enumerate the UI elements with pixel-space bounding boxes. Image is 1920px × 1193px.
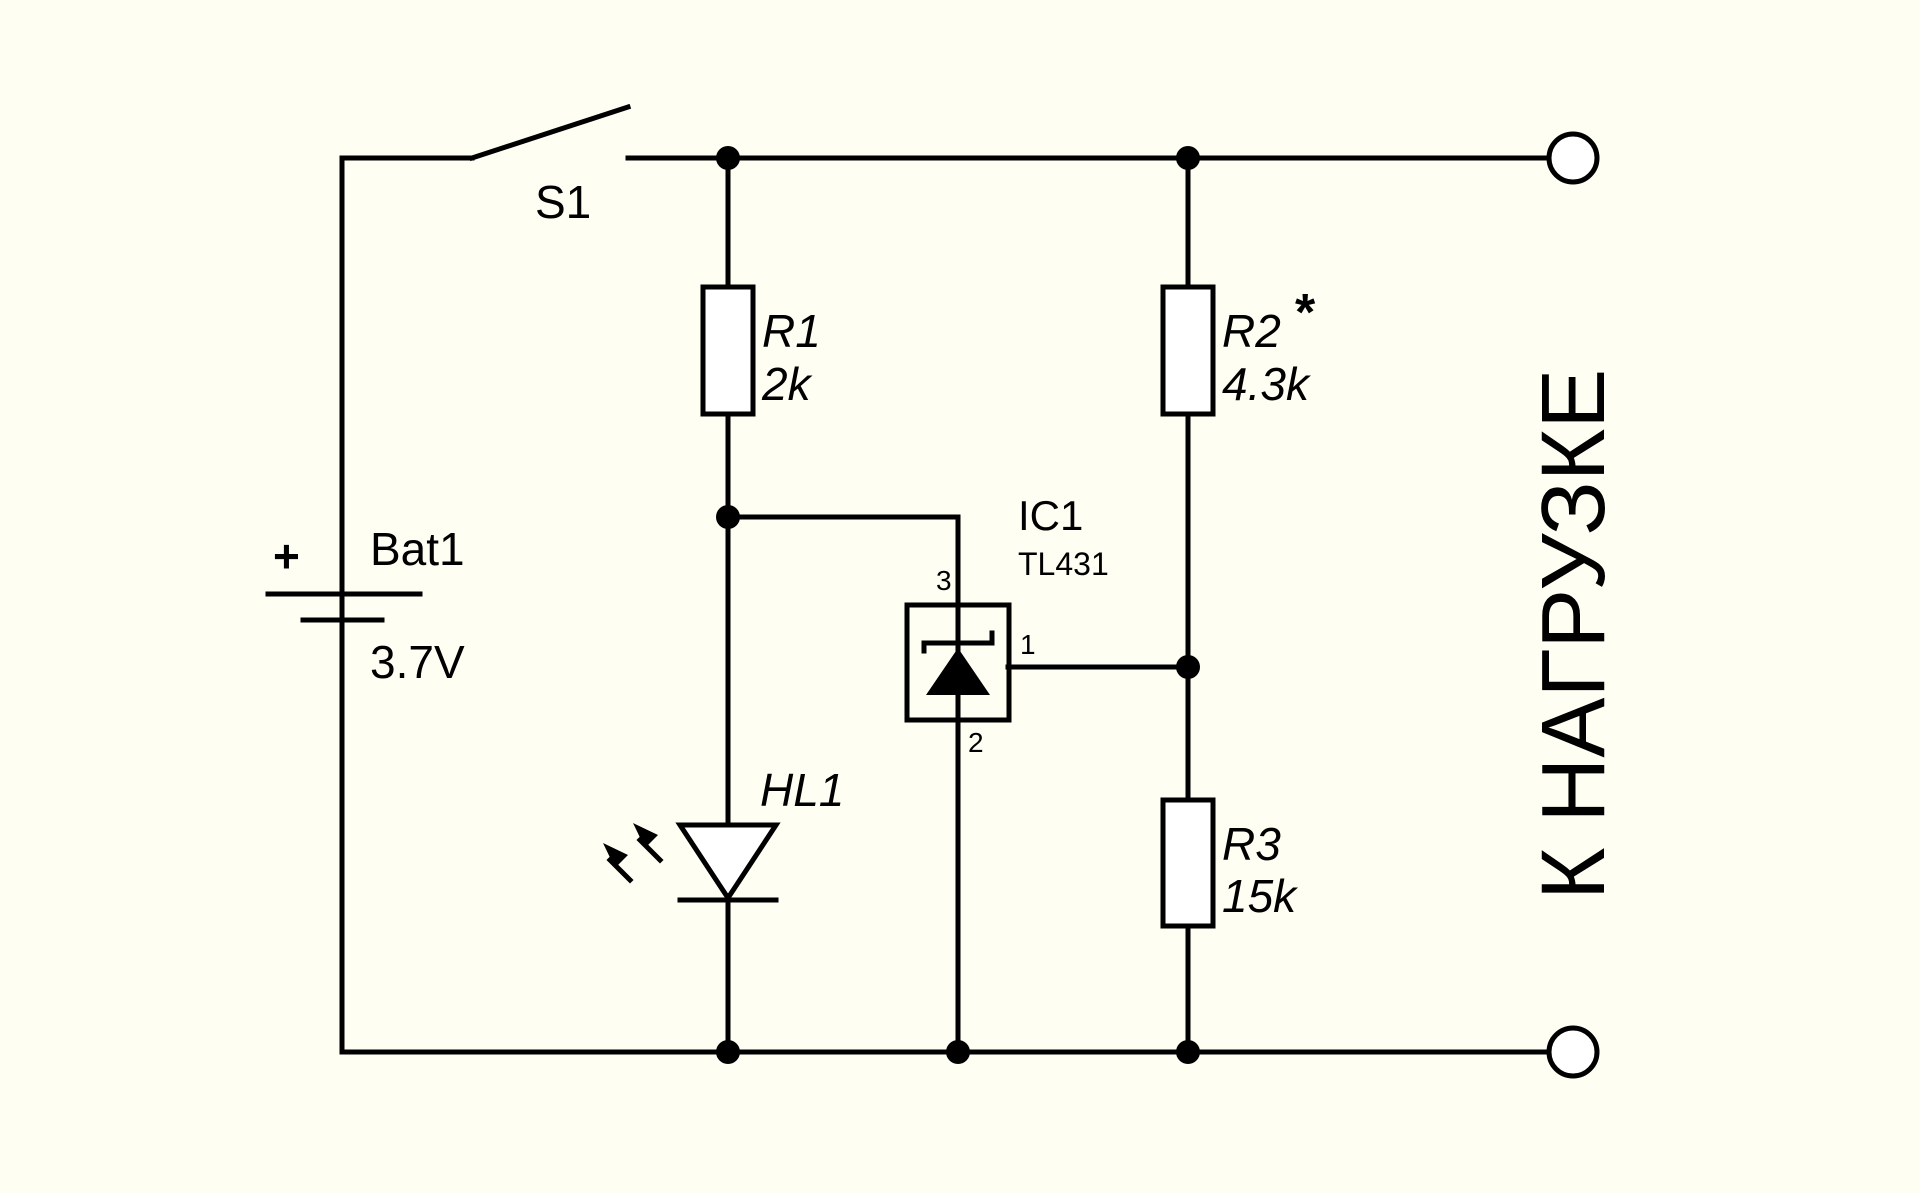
junction-dot — [716, 1040, 740, 1064]
junction-dot — [1176, 1040, 1200, 1064]
resistor-note: * — [1295, 284, 1316, 342]
ic-body — [904, 602, 1012, 723]
ic-ref: IC1 — [1018, 492, 1083, 539]
junction-dot — [1176, 655, 1200, 679]
resistor-value: 15k — [1222, 870, 1298, 922]
ic-pin-cathode: 3 — [936, 565, 952, 596]
battery-bat1: + Bat1 3.7V — [265, 523, 465, 688]
junction-dot — [716, 505, 740, 529]
switch-s1: S1 — [468, 103, 632, 228]
junction-dot — [1176, 146, 1200, 170]
resistor-ref: R1 — [762, 305, 821, 357]
led-ref: HL1 — [760, 764, 844, 816]
battery-value: 3.7V — [370, 636, 465, 688]
wire-ic-cathode-anode — [725, 514, 961, 1055]
ic-pin-anode: 2 — [968, 727, 984, 758]
switch-blade — [468, 103, 632, 162]
wire-left-rail — [339, 155, 475, 863]
resistor-body — [1160, 284, 1216, 417]
resistor-body — [1160, 797, 1216, 929]
ic-triangle — [926, 648, 990, 695]
ic-pin-ref: 1 — [1020, 629, 1036, 660]
resistor-r1: R1 2k — [700, 284, 821, 417]
junction-dot — [716, 146, 740, 170]
output-terminal-bottom — [1546, 1025, 1600, 1079]
resistor-body — [700, 284, 756, 417]
battery-polarity: + — [273, 530, 300, 582]
switch-label: S1 — [535, 176, 591, 228]
ic-cathode-bar — [921, 630, 995, 654]
led-hl1: HL1 — [603, 764, 844, 903]
junctions — [716, 146, 1200, 1064]
ic-tl431: 3 1 2 IC1 TL431 — [904, 492, 1109, 758]
resistor-value: 4.3k — [1222, 358, 1311, 410]
resistor-r2: R2 * 4.3k — [1160, 284, 1316, 417]
resistor-r3: R3 15k — [1160, 797, 1298, 929]
battery-ref: Bat1 — [370, 523, 465, 575]
light-arrows-icon — [603, 823, 664, 884]
output-terminal-top — [1546, 131, 1600, 185]
ic-part: TL431 — [1018, 546, 1109, 582]
output-label: К НАГРУЗКЕ — [1524, 369, 1624, 900]
resistor-ref: R2 — [1222, 305, 1281, 357]
resistor-ref: R3 — [1222, 818, 1281, 870]
led-triangle — [675, 822, 781, 903]
junction-dot — [946, 1040, 970, 1064]
resistor-value: 2k — [761, 358, 813, 410]
